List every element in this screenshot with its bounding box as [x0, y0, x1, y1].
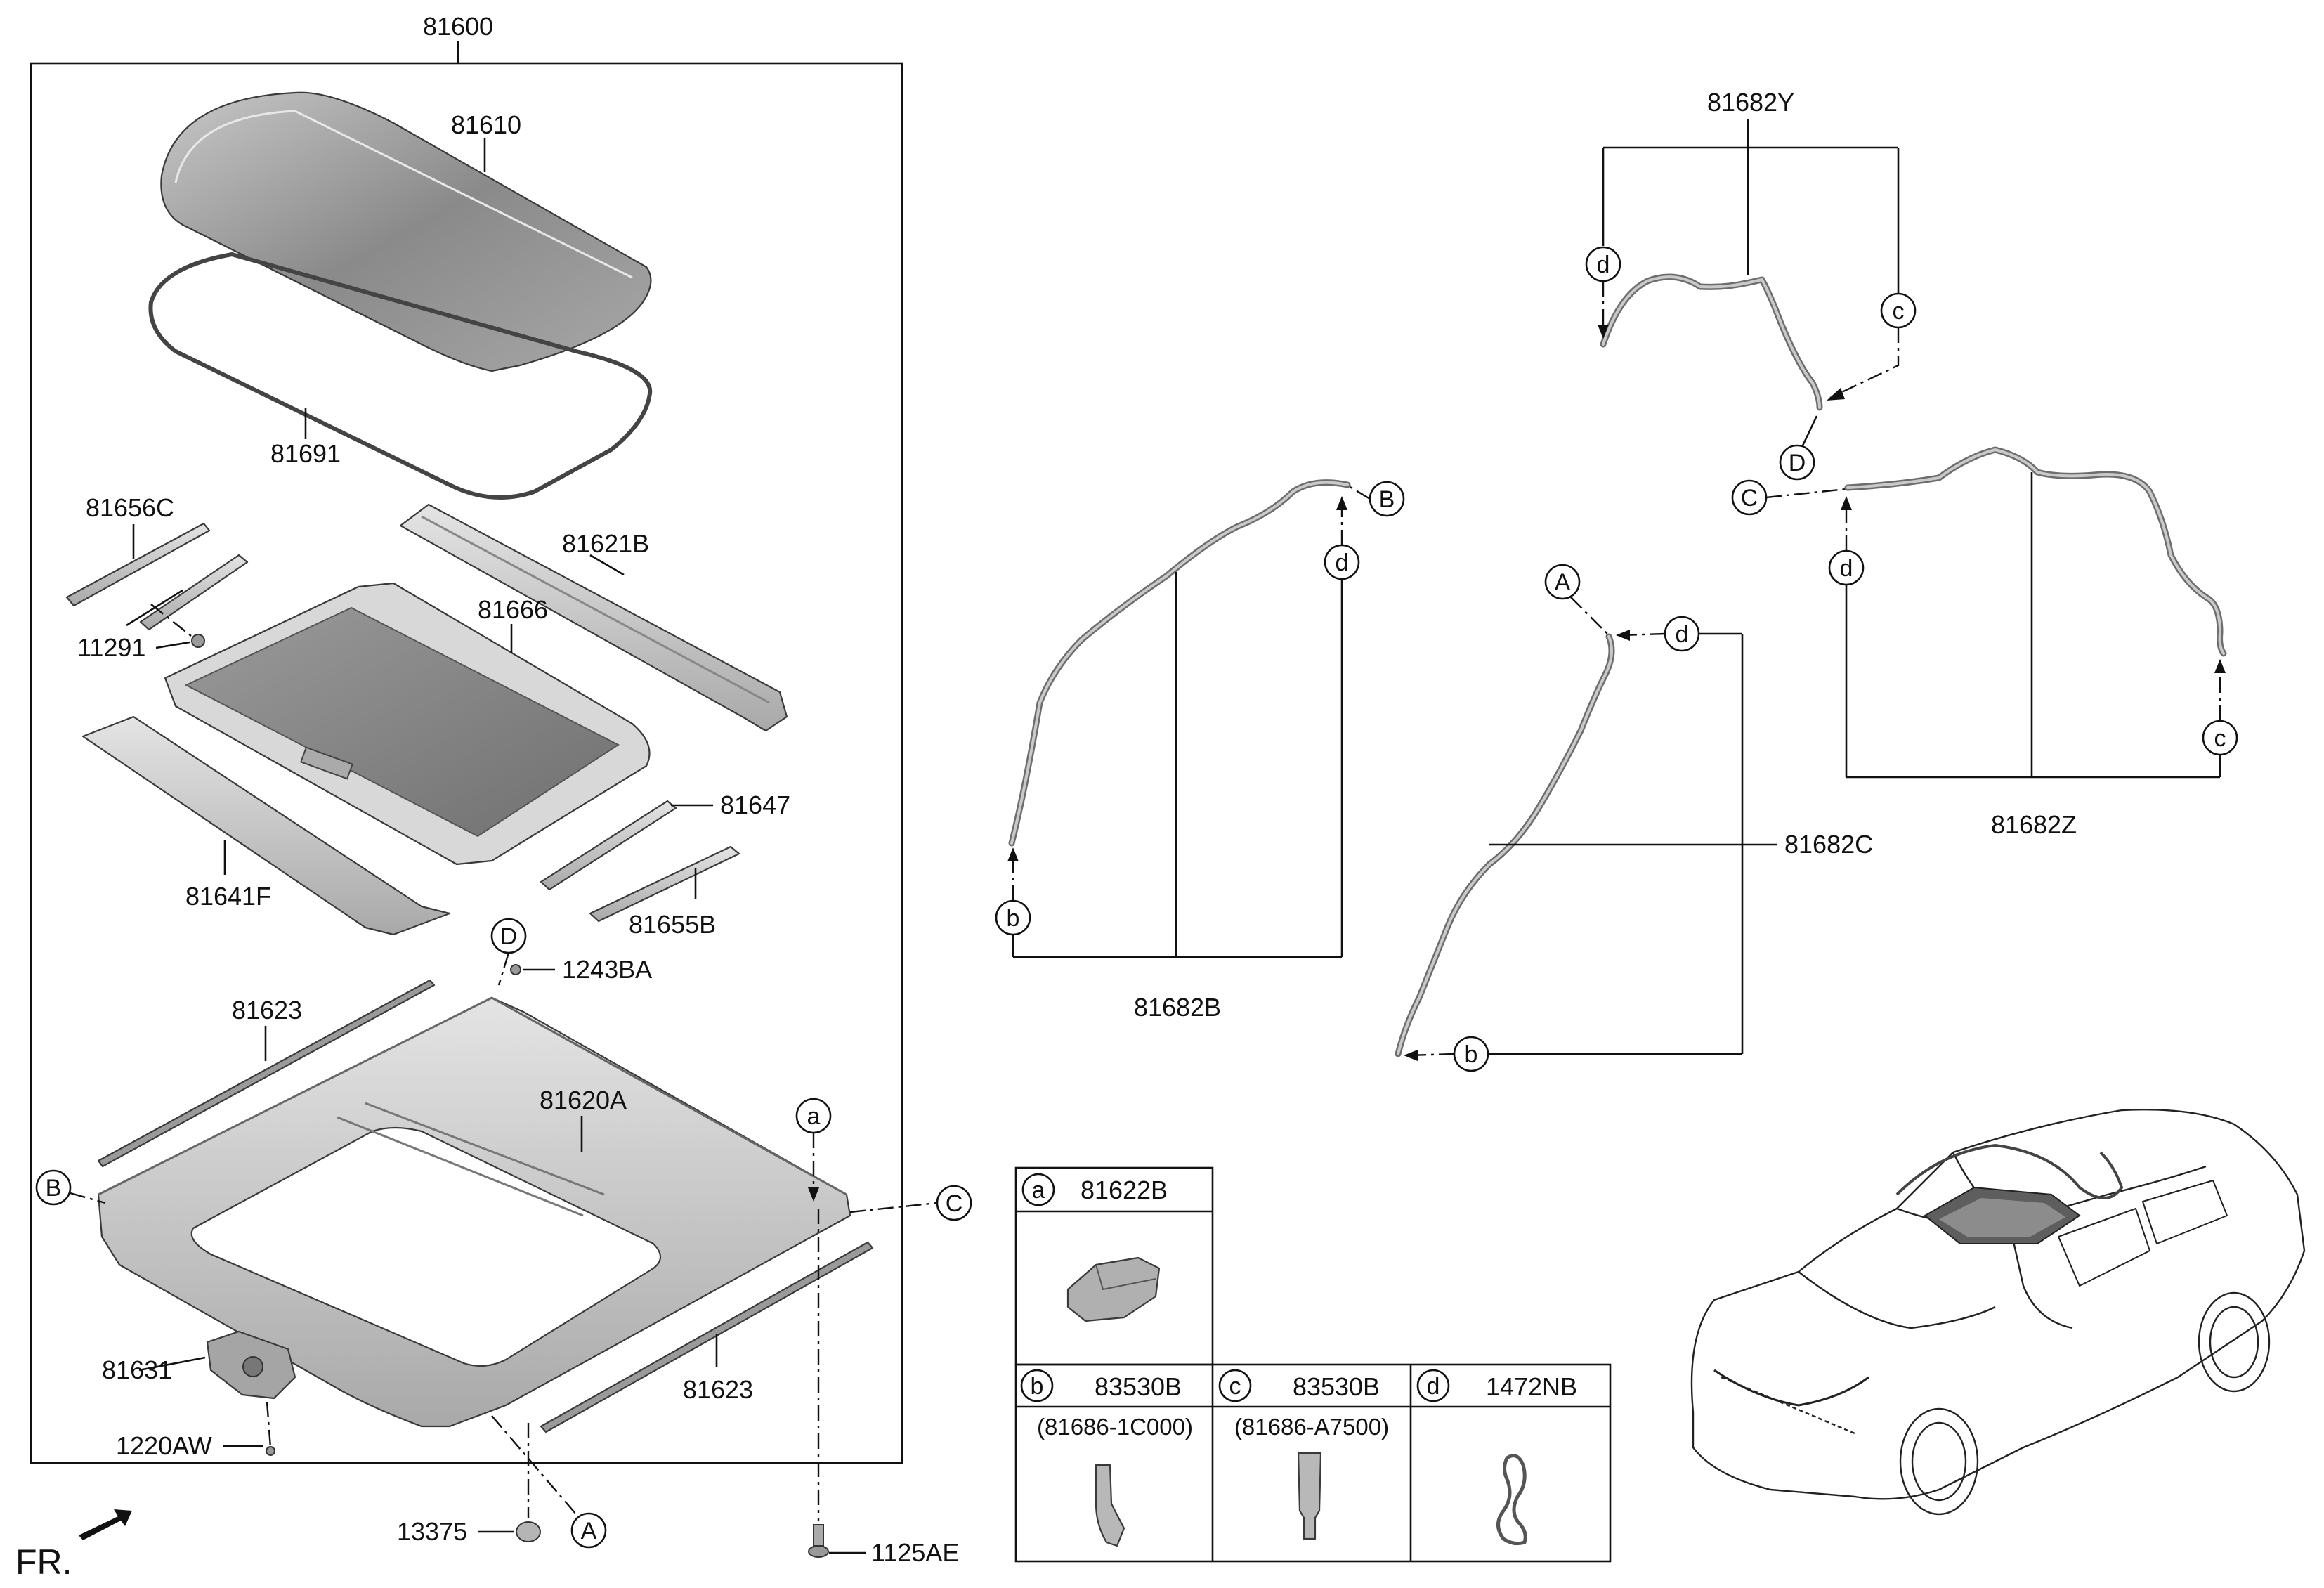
vehicle-sunroof-highlight	[1895, 1143, 2124, 1244]
marker-C-frame-letter: C	[946, 1190, 963, 1217]
label-11291: 11291	[77, 633, 145, 662]
marker-C-81682Z-letter: C	[1741, 485, 1758, 512]
legend-d-letter: d	[1427, 1373, 1440, 1400]
marker-c-81682Z-letter: c	[2214, 725, 2226, 752]
marker-b-81682B-letter: b	[1007, 905, 1020, 932]
legend-b-letter: b	[1031, 1373, 1044, 1400]
marker-A-bottom	[570, 1512, 607, 1549]
label-81682B: 81682B	[1134, 993, 1221, 1022]
strip-right	[540, 1241, 874, 1433]
strip-left	[97, 979, 436, 1168]
marker-B-frame-letter: B	[46, 1175, 62, 1202]
label-13375: 13375	[397, 1517, 467, 1546]
marker-d-81682B-letter: d	[1336, 549, 1349, 576]
legend-c-part: 83530B	[1293, 1372, 1380, 1401]
marker-D-upper-letter: D	[500, 923, 518, 950]
sunroof-glass	[160, 91, 652, 372]
marker-B-frame	[35, 1169, 72, 1206]
label-81647: 81647	[720, 790, 790, 819]
legend-a-circle	[1021, 1173, 1055, 1206]
legend-c-circle	[1218, 1369, 1252, 1402]
label-81655B: 81655B	[629, 910, 716, 939]
legend-b-sub: (81686-1C000)	[1037, 1414, 1193, 1440]
label-81682C: 81682C	[1784, 830, 1873, 859]
marker-A-81682C	[1544, 564, 1581, 600]
marker-a-frame-letter: a	[807, 1103, 821, 1130]
label-81656C: 81656C	[86, 493, 174, 522]
label-81623-right: 81623	[683, 1375, 753, 1404]
drain-hose-81682Y	[1600, 273, 1823, 411]
front-trim	[81, 715, 451, 936]
legend-d-part: 1472NB	[1486, 1372, 1577, 1401]
label-81620A: 81620A	[540, 1086, 627, 1114]
label-1125AE: 1125AE	[871, 1538, 959, 1567]
label-81666: 81666	[478, 595, 548, 624]
clip-81622B-image	[1066, 1256, 1161, 1322]
marker-b-81682C-letter: b	[1465, 1041, 1478, 1068]
label-1243BA: 1243BA	[562, 955, 652, 984]
label-81682Z: 81682Z	[1991, 810, 2077, 839]
front-direction-indicator: FR.	[15, 1509, 132, 1582]
marker-c-81682Y-letter: c	[1893, 298, 1905, 325]
label-81631: 81631	[102, 1355, 172, 1384]
legend-c-letter: c	[1229, 1373, 1241, 1400]
connector-c-image	[1297, 1452, 1322, 1540]
label-81641F: 81641F	[185, 882, 271, 911]
bolt-1243BA	[510, 964, 521, 975]
glass-seal	[148, 252, 653, 500]
marker-d-81682Z-letter: d	[1840, 555, 1853, 582]
legend-c-sub: (81686-A7500)	[1234, 1414, 1389, 1440]
legend-a-letter: a	[1032, 1177, 1045, 1204]
sunshade-panel	[164, 582, 651, 866]
label-1220AW: 1220AW	[116, 1431, 212, 1460]
label-81682Y: 81682Y	[1707, 88, 1794, 117]
label-81691: 81691	[270, 439, 341, 468]
legend-b-part: 83530B	[1095, 1372, 1182, 1401]
sunroof-motor	[206, 1330, 296, 1400]
label-81600: 81600	[423, 12, 493, 41]
label-81623-left: 81623	[232, 996, 302, 1024]
bolt-1125AE	[808, 1524, 829, 1558]
drain-hose-81682B	[1008, 479, 1351, 847]
bolt-1220AW	[266, 1446, 275, 1456]
nut-13375	[516, 1521, 541, 1542]
marker-A-bottom-letter: A	[581, 1518, 597, 1544]
connector-b-image	[1095, 1464, 1125, 1547]
drain-hose-81682Z	[1844, 446, 2227, 657]
legend-table	[1014, 1166, 1612, 1563]
legend-a-part: 81622B	[1081, 1176, 1168, 1204]
label-81610: 81610	[451, 110, 521, 139]
legend-b-circle	[1020, 1369, 1054, 1402]
marker-D-81682Y	[1779, 444, 1815, 481]
clip-1472NB-image	[1496, 1454, 1527, 1546]
right-rail-assembly	[540, 800, 740, 923]
left-rail-assembly	[65, 522, 249, 648]
label-81621B: 81621B	[562, 529, 649, 558]
marker-D-81682Y-letter: D	[1789, 450, 1806, 476]
marker-d-81682C-letter: d	[1676, 621, 1689, 648]
marker-B-81682B-letter: B	[1379, 486, 1395, 513]
marker-A-81682C-letter: A	[1555, 569, 1571, 596]
label-front: FR.	[15, 1542, 72, 1582]
sunroof-frame	[97, 996, 851, 1428]
marker-d-81682Y-letter: d	[1597, 252, 1610, 278]
wind-deflector	[399, 503, 788, 732]
vehicle-illustration	[1690, 1108, 2306, 1516]
legend-d-circle	[1416, 1369, 1450, 1402]
assembly-frame-box	[30, 62, 903, 1464]
